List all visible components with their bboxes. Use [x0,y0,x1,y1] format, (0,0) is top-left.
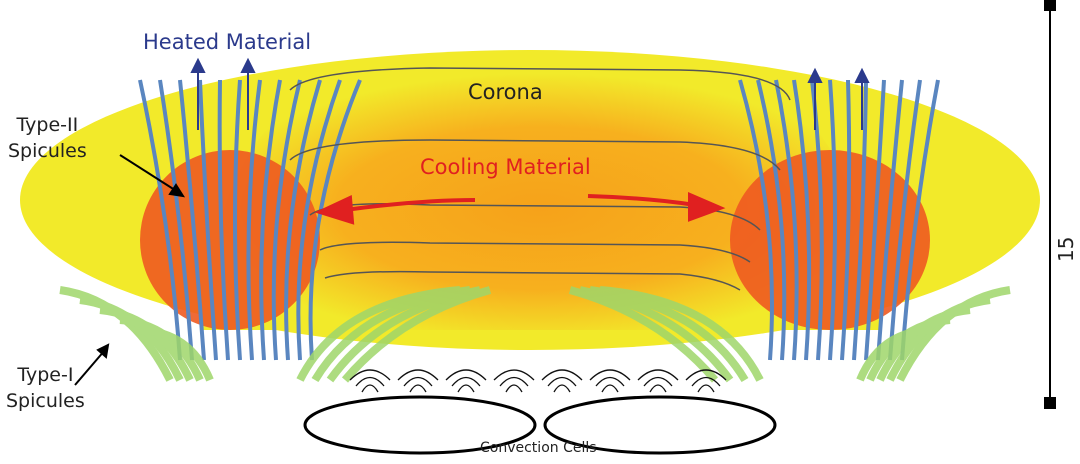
spicule [296,79,342,361]
arc [649,384,667,393]
arc [637,369,679,381]
type-ii-spicules-label: Type-II Spicules [8,114,87,162]
spicule [756,79,787,361]
arc [547,376,577,387]
type-i-spicule [856,326,931,382]
spicule [284,79,322,361]
spicule [259,79,282,361]
arc [589,369,631,381]
arc [493,369,535,381]
field-lines [289,67,791,291]
arc [685,369,727,381]
spicule [198,79,218,361]
arc [643,376,673,387]
spicule [158,79,194,361]
type-i-spicule [341,286,492,383]
spicule [271,79,302,361]
convection-cells-label: Convection Cells [480,440,597,456]
spicule [864,79,886,361]
spicule [233,79,242,361]
spicule [888,79,922,361]
pointer-arrows [74,154,186,386]
convection-cells [303,395,777,455]
arc [409,384,427,393]
scale-bar [1044,0,1056,409]
type-i-spicule [139,326,214,382]
heated-arrows [190,57,870,130]
spicule [828,79,837,361]
arc [691,376,721,387]
type-i-spicule [326,286,481,383]
spicule [774,79,799,361]
spicule [792,79,812,361]
corona-label: Corona [468,80,543,104]
type-i-spicule [579,286,734,383]
arc [553,384,571,393]
spicule [217,79,230,361]
arc [397,369,439,381]
type-ii-spicules [138,79,940,361]
spicule [852,79,868,361]
arc [451,376,481,387]
spicule [876,79,904,361]
arc [355,376,385,387]
arc [505,384,523,393]
type-i-spicule [311,286,471,383]
cooling-arrows [314,191,726,225]
arc [499,376,529,387]
arc [595,376,625,387]
convection-arcs [349,369,727,393]
spicule [308,79,362,361]
spicule [178,79,206,361]
arc [697,384,715,393]
spicule [138,79,182,361]
arc [541,369,583,381]
arc [457,384,475,393]
type-i-spicule [589,286,749,383]
heated-material-label: Heated Material [143,30,312,54]
type-i-spicule [568,286,719,383]
spicule [900,79,940,361]
arc [361,384,379,393]
corona-region [200,60,880,330]
spicule [840,79,852,361]
type-i-spicules [59,286,1011,383]
type-i-spicules-label: Type-I Spicules [6,364,85,412]
spicule [246,79,262,361]
arc [445,369,487,381]
arc [403,376,433,387]
scale-label: 15 Mm [1054,225,1080,262]
arc [601,384,619,393]
spicule [738,79,774,361]
cooling-material-label: Cooling Material [420,155,591,179]
arc [349,369,391,381]
